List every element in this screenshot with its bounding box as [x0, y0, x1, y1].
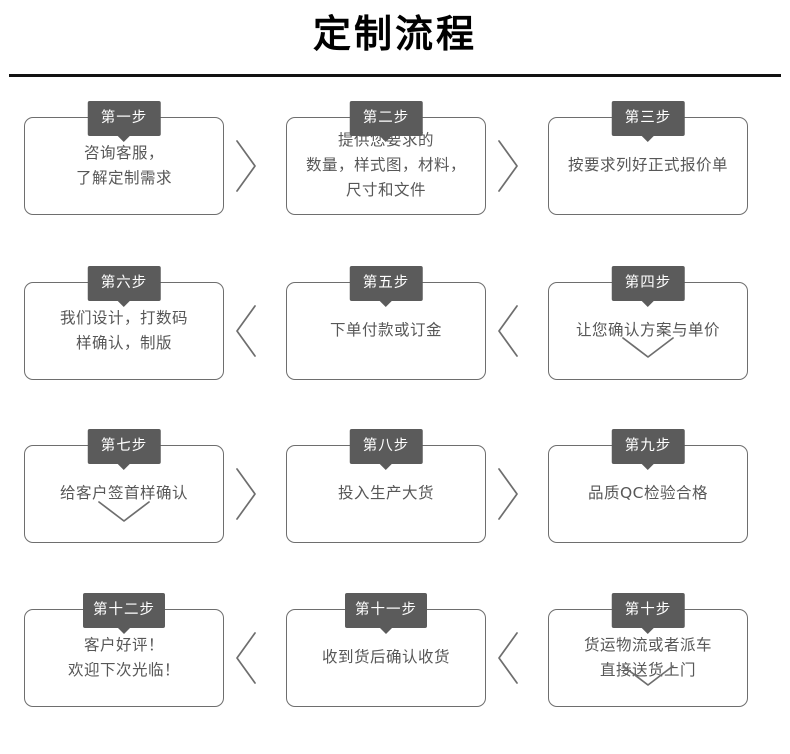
- step-card-8[interactable]: 第八步 投入生产大货: [286, 428, 486, 543]
- step-text-line: 让您确认方案与单价: [575, 321, 720, 340]
- chevron-right-icon: [494, 465, 522, 523]
- page-title-text: 定制流程: [312, 12, 477, 56]
- step-text-line: 直接送货上门: [599, 660, 696, 679]
- step-text-line: 样确认，制版: [75, 333, 172, 352]
- step-card-10[interactable]: 第十步 货运物流或者派车 直接送货上门: [548, 592, 748, 707]
- step-badge-2: 第二步: [349, 100, 423, 136]
- step-badge-10: 第十步: [611, 592, 685, 628]
- step-badge-7: 第七步: [87, 428, 161, 464]
- chevron-left-icon: [232, 302, 260, 360]
- step-body-7: 给客户签首样确认: [25, 446, 223, 542]
- step-badge-1: 第一步: [87, 100, 161, 136]
- step-body-6: 我们设计，打数码 样确认，制版: [25, 283, 223, 379]
- step-card-2[interactable]: 第二步 提供您要求的 数量，样式图，材料， 尺寸和文件: [286, 100, 486, 215]
- step-text-line: 客户好评！: [83, 635, 164, 654]
- step-text-line: 投入生产大货: [337, 484, 434, 503]
- step-card-9[interactable]: 第九步 品质QC检验合格: [548, 428, 748, 543]
- flow-row-1: 第一步 咨询客服， 了解定制需求 第二步 提供您要求的 数量，样式图，材料， 尺…: [0, 100, 790, 217]
- step-text-line: 咨询客服，: [83, 143, 164, 162]
- step-badge-11: 第十一步: [345, 592, 427, 628]
- step-body-11: 收到货后确认收货: [287, 610, 485, 706]
- step-body-12: 客户好评！ 欢迎下次光临！: [25, 610, 223, 706]
- step-body-10: 货运物流或者派车 直接送货上门: [549, 610, 747, 706]
- step-badge-8: 第八步: [349, 428, 423, 464]
- chevron-right-icon: [232, 465, 260, 523]
- step-body-4: 让您确认方案与单价: [549, 283, 747, 379]
- step-text-line: 了解定制需求: [75, 168, 172, 187]
- step-badge-3: 第三步: [611, 100, 685, 136]
- step-text-line: 尺寸和文件: [345, 181, 426, 200]
- step-text-line: 下单付款或订金: [329, 321, 442, 340]
- chevron-left-icon: [494, 629, 522, 687]
- step-text-line: 给客户签首样确认: [59, 484, 188, 503]
- step-card-4[interactable]: 第四步 让您确认方案与单价: [548, 265, 748, 380]
- step-text-line: 货运物流或者派车: [583, 635, 712, 654]
- step-card-12[interactable]: 第十二步 客户好评！ 欢迎下次光临！: [24, 592, 224, 707]
- step-badge-6: 第六步: [87, 265, 161, 301]
- page-title: 定制流程: [0, 0, 790, 77]
- step-text-line: 数量，样式图，材料，: [305, 156, 466, 175]
- step-text-line: 品质QC检验合格: [587, 484, 709, 503]
- chevron-left-icon: [232, 629, 260, 687]
- step-badge-4: 第四步: [611, 265, 685, 301]
- step-text-line: 我们设计，打数码: [59, 308, 188, 327]
- step-body-8: 投入生产大货: [287, 446, 485, 542]
- step-text-line: 按要求列好正式报价单: [567, 156, 728, 175]
- step-text-line: 收到货后确认收货: [321, 648, 450, 667]
- step-body-1: 咨询客服， 了解定制需求: [25, 118, 223, 214]
- step-body-5: 下单付款或订金: [287, 283, 485, 379]
- step-card-1[interactable]: 第一步 咨询客服， 了解定制需求: [24, 100, 224, 215]
- step-body-9: 品质QC检验合格: [549, 446, 747, 542]
- chevron-down-icon: [94, 497, 154, 527]
- step-card-7[interactable]: 第七步 给客户签首样确认: [24, 428, 224, 543]
- step-badge-12: 第十二步: [83, 592, 165, 628]
- chevron-down-icon: [618, 333, 678, 363]
- flow-row-3: 第七步 给客户签首样确认 第八步 投入生产大货 第九步 品质QC检验合格: [0, 428, 790, 545]
- chevron-right-icon: [232, 137, 260, 195]
- step-badge-5: 第五步: [349, 265, 423, 301]
- flow-row-2: 第六步 我们设计，打数码 样确认，制版 第五步 下单付款或订金 第四步: [0, 265, 790, 382]
- step-card-3[interactable]: 第三步 按要求列好正式报价单: [548, 100, 748, 215]
- step-card-5[interactable]: 第五步 下单付款或订金: [286, 265, 486, 380]
- step-card-6[interactable]: 第六步 我们设计，打数码 样确认，制版: [24, 265, 224, 380]
- title-divider: [9, 73, 781, 77]
- customization-process-flowchart: 第一步 咨询客服， 了解定制需求 第二步 提供您要求的 数量，样式图，材料， 尺…: [0, 77, 790, 727]
- step-card-11[interactable]: 第十一步 收到货后确认收货: [286, 592, 486, 707]
- chevron-down-icon: [618, 661, 678, 691]
- chevron-right-icon: [494, 137, 522, 195]
- step-text-line: 欢迎下次光临！: [67, 660, 180, 679]
- step-badge-9: 第九步: [611, 428, 685, 464]
- flow-row-4: 第十二步 客户好评！ 欢迎下次光临！ 第十一步 收到货后确认收货 第十步: [0, 592, 790, 709]
- chevron-left-icon: [494, 302, 522, 360]
- step-body-3: 按要求列好正式报价单: [549, 118, 747, 214]
